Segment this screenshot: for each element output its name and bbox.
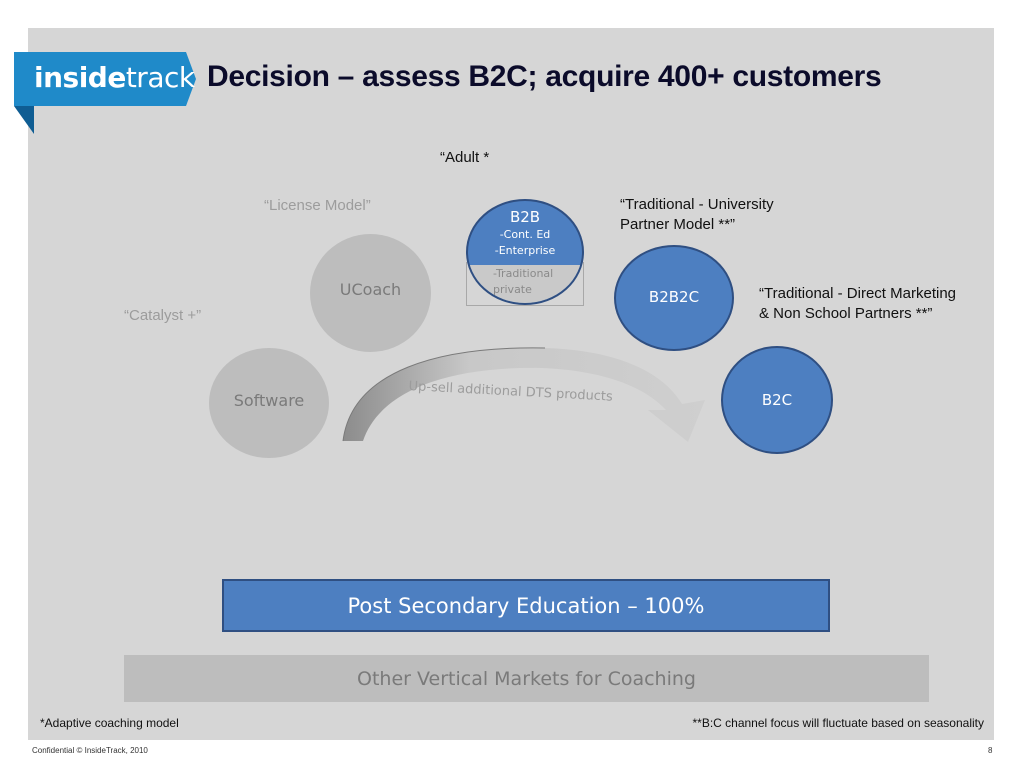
footnote-adaptive-coaching: *Adaptive coaching model [40,716,179,730]
b2b-circle: B2B -Cont. Ed -Enterprise -Traditional p… [466,199,584,305]
logo-banner-shape [14,52,196,134]
traditional-university-label: “Traditional - University Partner Model … [620,196,774,233]
b2b2c-circle: B2B2C [614,245,734,351]
post-secondary-education-label: Post Secondary Education – 100% [347,593,705,618]
catalyst-label: “Catalyst +” [124,307,202,324]
logo-wordmark: insidetrack [34,61,195,95]
logo-text-inside: inside [34,61,126,94]
b2b-traditional-overlay [468,265,582,303]
post-secondary-education-box: Post Secondary Education – 100% [222,579,830,632]
b2b-title: B2B [509,208,541,226]
traditional-direct-label: “Traditional - Direct Marketing & Non Sc… [759,285,956,322]
b2b2c-label: B2B2C [648,288,700,306]
footer-confidential: Confidential © InsideTrack, 2010 [32,746,148,755]
insidetrack-logo: insidetrack [14,52,196,134]
upsell-arrow [342,347,705,442]
upsell-arrow-edge [342,347,546,442]
software-label: Software [233,391,305,410]
b2b-enterprise: -Enterprise [494,244,556,257]
software-circle: Software [209,348,329,458]
b2c-label: B2C [761,391,793,409]
logo-text-track: track [125,61,195,94]
b2b-traditional: -Traditional [493,267,554,280]
ucoach-circle: UCoach [310,234,431,352]
other-vertical-markets-box: Other Vertical Markets for Coaching [124,655,929,702]
b2b-cont-ed: -Cont. Ed [499,228,551,241]
upsell-arrow-shape [343,347,705,442]
ucoach-label: UCoach [339,280,402,299]
b2c-circle: B2C [721,346,833,454]
slide-title: Decision – assess B2C; acquire 400+ cust… [207,60,882,93]
b2b-private: private [493,283,532,296]
footnote-seasonality: **B:C channel focus will fluctuate based… [692,716,984,730]
other-vertical-markets-label: Other Vertical Markets for Coaching [357,667,696,690]
footer-page-number: 8 [988,746,993,755]
license-model-label: “License Model” [264,197,371,214]
adult-label: “Adult * [440,149,490,166]
